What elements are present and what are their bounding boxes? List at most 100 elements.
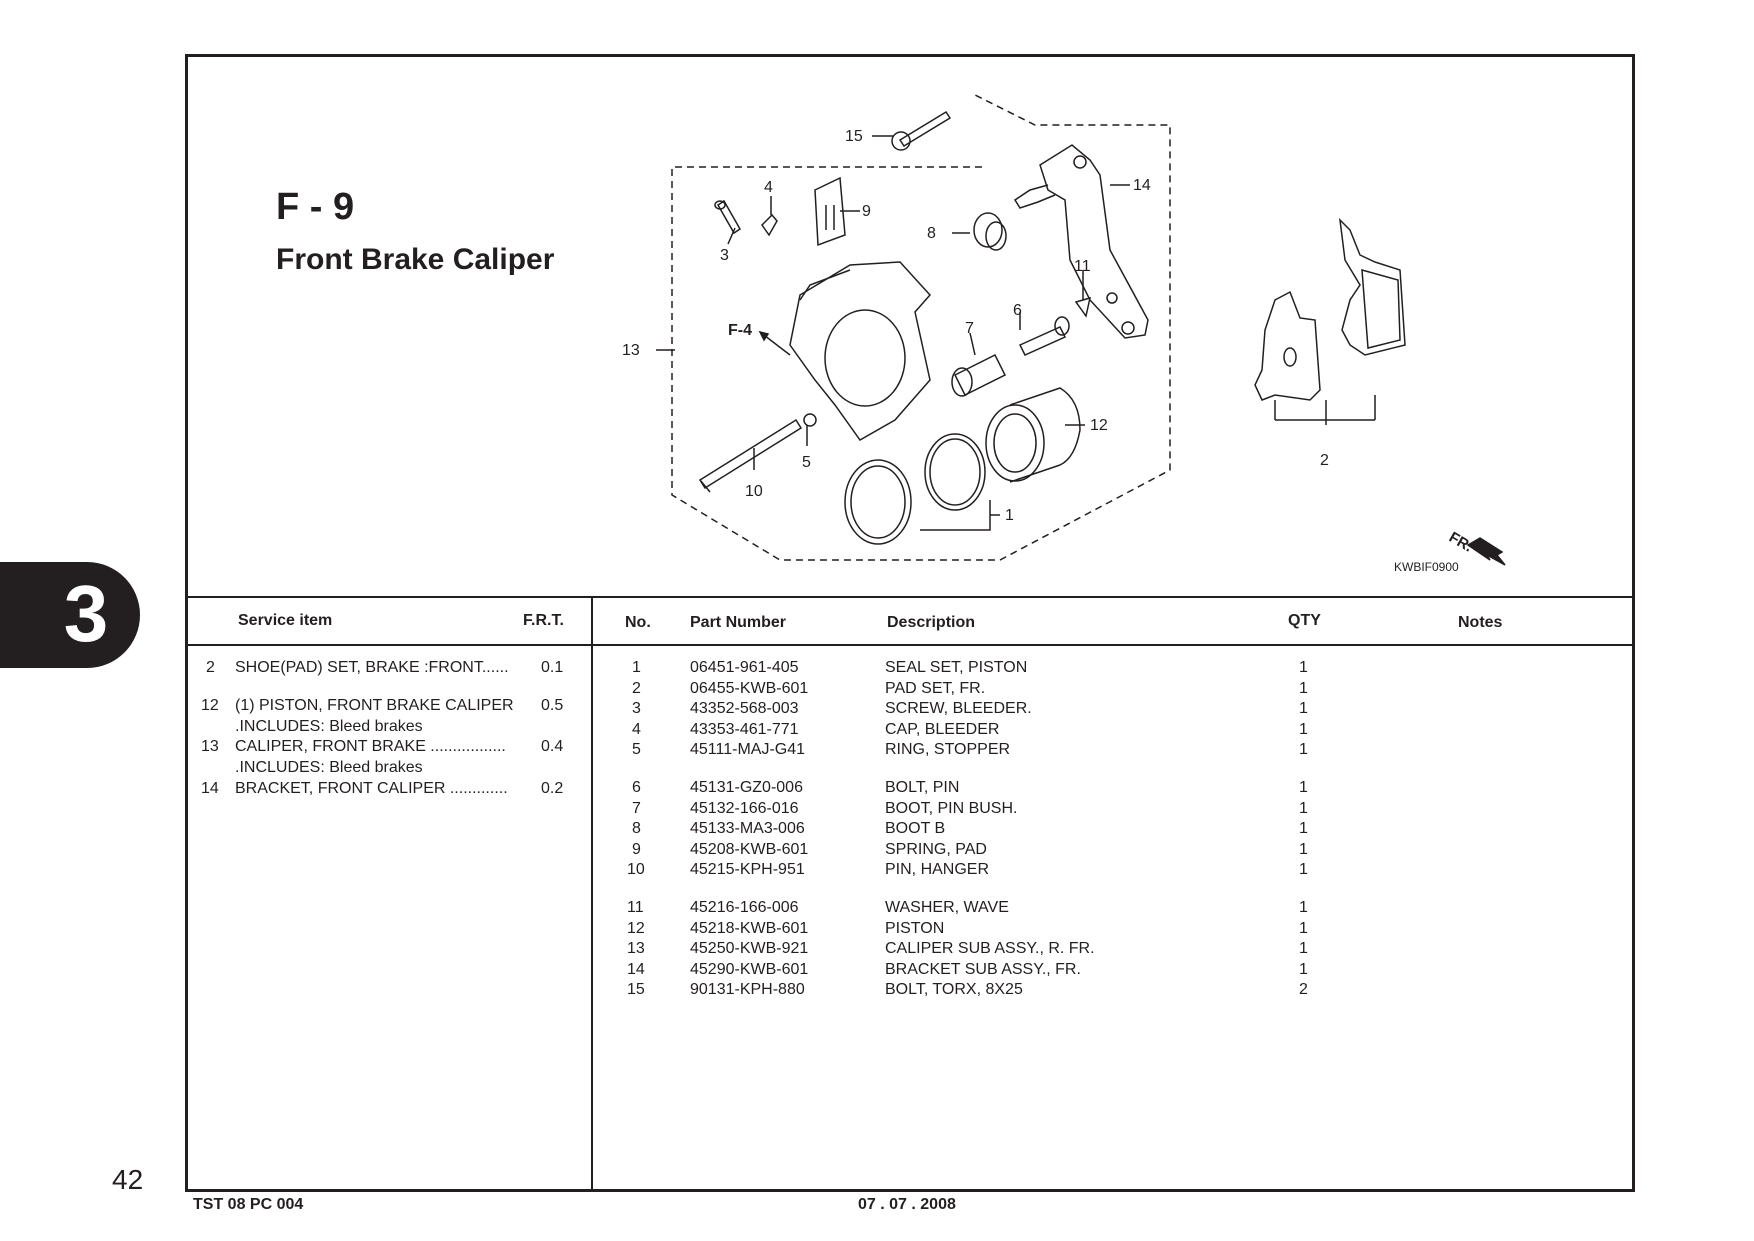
- section-tab: 3: [0, 562, 140, 668]
- part-number: 45216-166-006: [690, 899, 799, 916]
- part-number: 45131-GZ0-006: [690, 779, 803, 796]
- part-no: 6: [632, 779, 641, 796]
- brake-pad-right: [1338, 217, 1406, 356]
- bleeder-screw-part: [717, 199, 741, 235]
- exploded-diagram: 15 4 9 14 8 3 11 6 7 13 12 5 10 1 2 F-4 …: [622, 94, 1506, 566]
- part-description: BOOT, PIN BUSH.: [885, 800, 1018, 817]
- part-number: 45111-MAJ-G41: [690, 741, 806, 758]
- footer-date: 07 . 07 . 2008: [858, 1196, 956, 1213]
- section-number: 3: [63, 569, 109, 658]
- part-qty: 2: [1299, 981, 1308, 998]
- part-description: CAP, BLEEDER: [885, 721, 1000, 738]
- ref-label-f4: F-4: [728, 322, 752, 339]
- bracket-part: [1039, 144, 1149, 339]
- part-description: SPRING, PAD: [885, 841, 987, 858]
- service-desc: (1) PISTON, FRONT BRAKE CALIPER: [235, 697, 514, 714]
- service-desc: .INCLUDES: Bleed brakes: [235, 718, 423, 735]
- part-number: 45208-KWB-601: [690, 841, 809, 858]
- part-no: 2: [632, 680, 641, 697]
- callout-2: 2: [1320, 452, 1329, 469]
- service-item-header: Service item: [238, 612, 333, 629]
- seal-inner: [924, 433, 986, 511]
- part-number: 45215-KPH-951: [690, 861, 805, 878]
- part-no: 3: [632, 700, 641, 717]
- part-qty: 1: [1299, 961, 1308, 978]
- callout-5: 5: [802, 454, 811, 471]
- callout-12: 12: [1090, 417, 1108, 434]
- washer-part: [1074, 296, 1092, 318]
- part-qty: 1: [1299, 800, 1308, 817]
- page-number: 42: [112, 1164, 144, 1195]
- table-header-rule: [185, 644, 1635, 646]
- page-title: F - 9: [276, 186, 355, 228]
- callout-13: 13: [622, 342, 640, 359]
- part-description: BRACKET SUB ASSY., FR.: [885, 961, 1081, 978]
- bolt-part: [898, 110, 952, 148]
- part-qty: 1: [1299, 721, 1308, 738]
- service-desc: .INCLUDES: Bleed brakes: [235, 759, 423, 776]
- part-description: SEAL SET, PISTON: [885, 659, 1028, 676]
- callout-11: 11: [1074, 258, 1091, 275]
- part-description: RING, STOPPER: [885, 741, 1011, 758]
- assembly-outline: [671, 94, 1171, 561]
- qty-header: QTY: [1288, 612, 1321, 629]
- callout-14: 14: [1133, 177, 1151, 194]
- part-no: 5: [632, 741, 641, 758]
- bracket-pin: [1013, 184, 1056, 209]
- boot-part: [973, 212, 1003, 248]
- part-qty: 1: [1299, 841, 1308, 858]
- part-no: 13: [627, 940, 645, 957]
- part-qty: 1: [1299, 820, 1308, 837]
- service-desc: BRACKET, FRONT CALIPER .............: [235, 780, 508, 797]
- caliper-body: [789, 261, 932, 441]
- part-number: 45218-KWB-601: [690, 920, 809, 937]
- part-description: WASHER, WAVE: [885, 899, 1009, 916]
- service-desc: CALIPER, FRONT BRAKE .................: [235, 738, 506, 755]
- pin-boot-part: [953, 353, 1007, 397]
- part-qty: 1: [1299, 680, 1308, 697]
- callout-8: 8: [927, 225, 936, 242]
- part-number: 06451-961-405: [690, 659, 799, 676]
- no-header: No.: [625, 614, 651, 631]
- part-no: 4: [632, 721, 641, 738]
- part-number: 43353-461-771: [690, 721, 799, 738]
- callout-15: 15: [845, 128, 863, 145]
- service-frt: 0.1: [541, 659, 564, 676]
- service-ref: 14: [201, 780, 219, 797]
- hanger-pin-part: [698, 418, 803, 490]
- service-frt: 0.4: [541, 738, 564, 755]
- pad-spring-part: [814, 176, 846, 247]
- brake-pad-left: [1254, 290, 1321, 401]
- service-ref: 2: [206, 659, 215, 676]
- table-top-rule: [185, 596, 1635, 598]
- part-qty: 1: [1299, 861, 1308, 878]
- part-no: 11: [627, 899, 644, 916]
- part-qty: 1: [1299, 899, 1308, 916]
- service-desc: SHOE(PAD) SET, BRAKE :FRONT......: [235, 659, 509, 676]
- part-description: CALIPER SUB ASSY., R. FR.: [885, 940, 1095, 957]
- part-no: 14: [627, 961, 645, 978]
- page-frame: [185, 54, 1635, 1192]
- part-number: 90131-KPH-880: [690, 981, 805, 998]
- seal-outer: [844, 459, 912, 545]
- frt-header: F.R.T.: [523, 612, 564, 629]
- part-description: BOLT, PIN: [885, 779, 960, 796]
- description-header: Description: [887, 614, 976, 631]
- callout-1: 1: [1005, 507, 1014, 524]
- part-no: 8: [632, 820, 641, 837]
- part-description: PAD SET, FR.: [885, 680, 986, 697]
- part-number: 45132-166-016: [690, 800, 799, 817]
- part-number: 45250-KWB-921: [690, 940, 809, 957]
- part-qty: 1: [1299, 700, 1308, 717]
- part-qty: 1: [1299, 920, 1308, 937]
- illustration-code: KWBIF0900: [1394, 560, 1459, 574]
- part-description: PISTON: [885, 920, 945, 937]
- service-frt: 0.2: [541, 780, 564, 797]
- page-subtitle: Front Brake Caliper: [276, 243, 555, 276]
- part-qty: 1: [1299, 659, 1308, 676]
- part-qty: 1: [1299, 779, 1308, 796]
- part-number: 43352-568-003: [690, 700, 799, 717]
- part-number-header: Part Number: [690, 614, 787, 631]
- part-description: BOOT B: [885, 820, 946, 837]
- callout-10: 10: [745, 483, 763, 500]
